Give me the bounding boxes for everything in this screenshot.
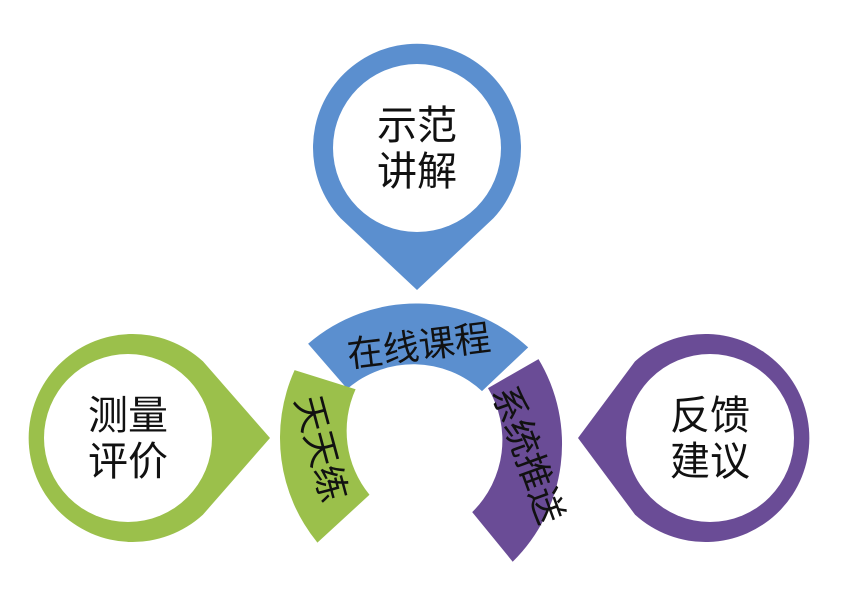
bubble-right-inner [626, 354, 794, 522]
bubble-right-line2: 建议 [670, 439, 750, 485]
bubble-top-line2: 讲解 [377, 149, 457, 195]
bubble-assessment: 测量 评价 [28, 333, 271, 542]
arc-segment-system-push [472, 359, 563, 562]
bubble-feedback: 反馈 建议 [578, 333, 810, 542]
arc-segment-daily-practice [279, 370, 370, 543]
arc-segment-online-course [308, 303, 529, 392]
bubble-top-inner [333, 64, 501, 232]
bubble-left-line2: 评价 [88, 439, 168, 485]
bubble-left-inner [44, 354, 212, 522]
bubble-top-line1: 示范 [377, 103, 457, 149]
bubble-demonstration: 示范 讲解 [313, 43, 521, 290]
bubble-right-line1: 反馈 [670, 393, 750, 439]
bubble-left-line1: 测量 [88, 393, 168, 439]
